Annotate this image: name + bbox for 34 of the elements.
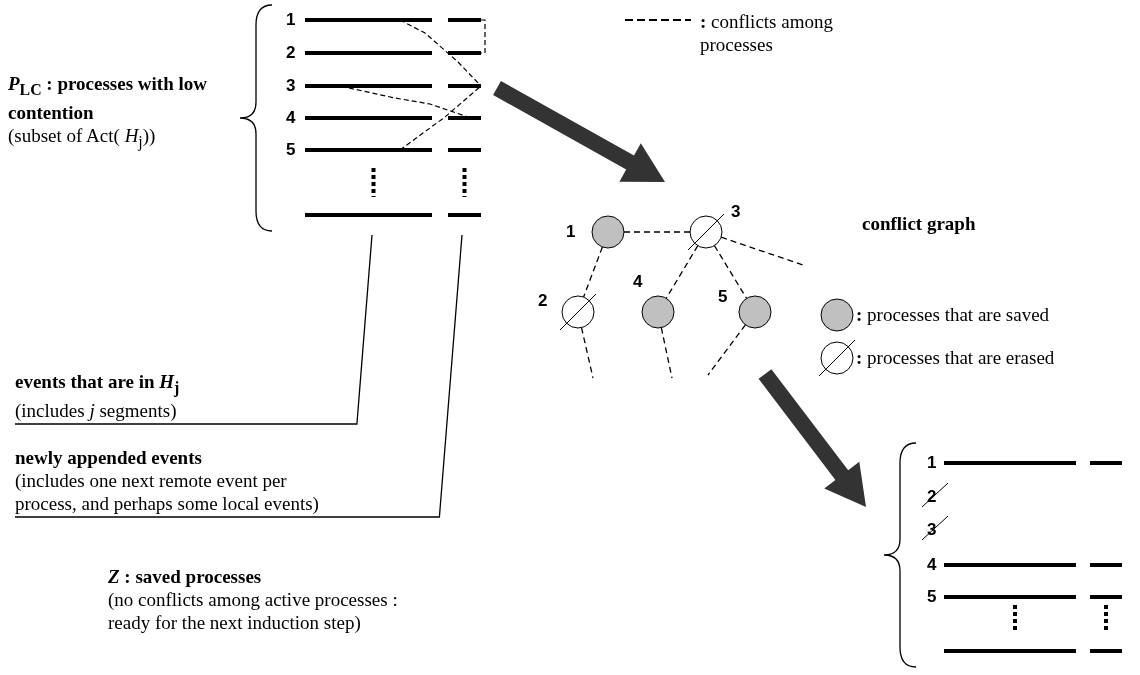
description-text: (includes one next remote event per process, and perhaps some local events) bbox=[15, 469, 320, 515]
legend-text: : conflicts among processes bbox=[700, 10, 834, 56]
process-number: 1 bbox=[927, 454, 937, 472]
node-number: 1 bbox=[566, 223, 576, 241]
conflict-line bbox=[720, 236, 804, 266]
process-number: 5 bbox=[927, 588, 937, 606]
legend-text: : processes that are saved bbox=[856, 303, 1051, 326]
node-number: 4 bbox=[633, 273, 643, 291]
graph-title: conflict graph bbox=[862, 212, 976, 235]
process-number: 5 bbox=[286, 141, 296, 159]
process-number: 1 bbox=[286, 11, 296, 29]
heading-text: Z : saved processes bbox=[108, 565, 263, 588]
description-text: (includes j segments) bbox=[15, 398, 178, 422]
heading-text: P$_{LC}$ : processes with low contention bbox=[8, 72, 208, 124]
process-number: 2 bbox=[286, 44, 296, 62]
process-number: 3 bbox=[286, 77, 296, 95]
leader-line bbox=[14, 234, 373, 425]
heading-text: newly appended events bbox=[15, 446, 203, 469]
conflict-line bbox=[713, 244, 748, 300]
node-number: 3 bbox=[731, 203, 741, 221]
description-text: (subset of Act( H$_{j}$)) bbox=[8, 123, 157, 153]
leader-line bbox=[14, 234, 463, 518]
conflict-line bbox=[660, 327, 673, 379]
conflict-line bbox=[623, 231, 691, 233]
node-number: 2 bbox=[538, 292, 548, 310]
process-number: 4 bbox=[286, 109, 296, 127]
node-number: 5 bbox=[718, 288, 728, 306]
conflict-line bbox=[707, 324, 747, 376]
heading-text: events that are in H$_{j}$ bbox=[15, 370, 181, 399]
legend-text: : processes that are erased bbox=[856, 346, 1056, 369]
description-text: (no conflicts among active processes : ready for the next induction step) bbox=[108, 588, 399, 634]
conflict-line bbox=[580, 326, 594, 379]
conflict-line bbox=[582, 246, 604, 298]
process-number: 4 bbox=[927, 556, 937, 574]
